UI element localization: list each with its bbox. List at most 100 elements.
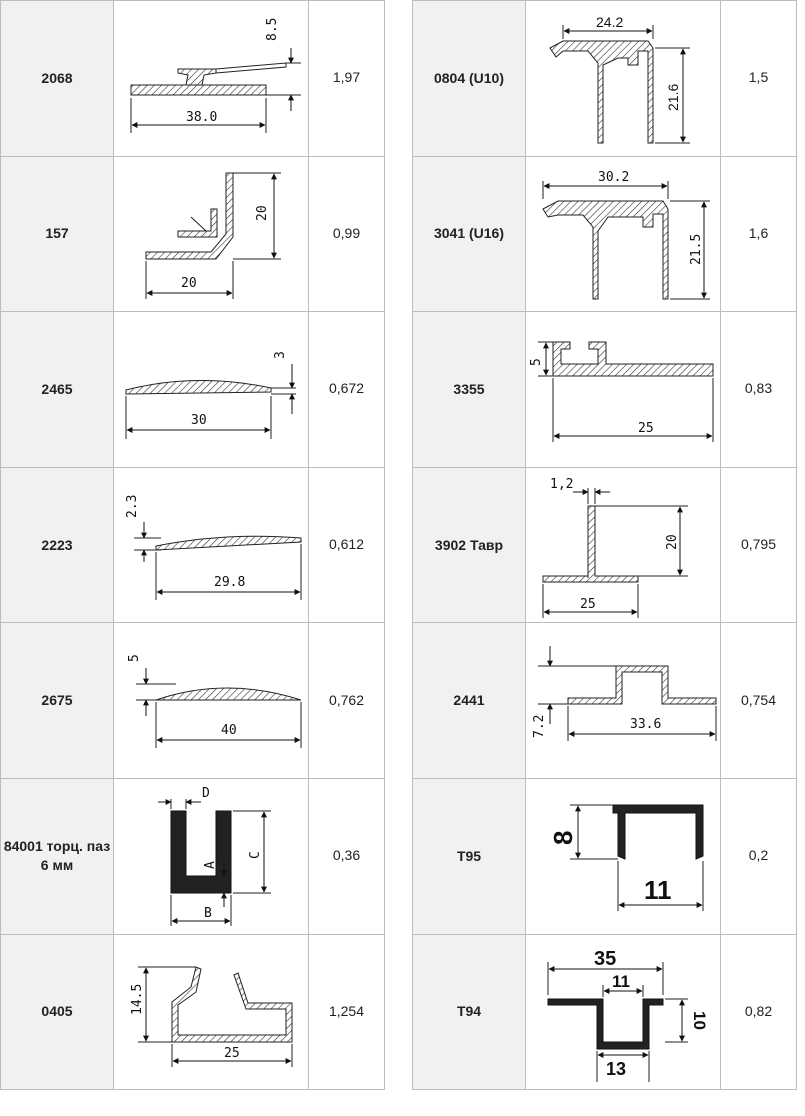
table-row: 2223 2.3 29.8 0,612 <box>0 466 385 624</box>
dimension-label: 21.5 <box>689 234 704 265</box>
profile-code: 2465 <box>41 380 73 397</box>
profile-code-cell: 0804 (U10) <box>412 0 526 157</box>
profile-weight: 1,254 <box>328 1002 365 1019</box>
profile-code-cell: 2223 <box>0 466 114 624</box>
table-row: 2675 5 40 0,762 <box>0 622 385 779</box>
profile-code: T94 <box>456 1003 482 1020</box>
profile-code-cell: 3355 <box>412 311 526 468</box>
profile-weight: 0,83 <box>744 380 773 397</box>
table-row: 84001 торц. паз 6 мм D A C <box>0 777 385 935</box>
profile-weight: 1,6 <box>748 224 769 241</box>
profile-code: T95 <box>456 847 482 864</box>
dimension-label: D <box>202 786 210 801</box>
dimension-label: 20 <box>665 534 680 550</box>
profile-code: 2441 <box>453 692 485 709</box>
profile-weight: 0,672 <box>328 380 365 397</box>
dimension-label: 14.5 <box>130 984 145 1015</box>
profile-code-cell: 2465 <box>0 311 114 468</box>
profile-weight-cell: 0,795 <box>720 466 797 624</box>
profile-weight-cell: 1,97 <box>308 0 385 157</box>
profile-drawing: 14.5 25 <box>130 966 293 1067</box>
profile-drawing: 8.5 38.0 <box>130 18 301 134</box>
dimension-label: 25 <box>580 597 596 612</box>
dimension-label: 20 <box>255 205 270 221</box>
profile-weight: 0,99 <box>332 224 361 241</box>
dimension-label: 25 <box>638 421 654 436</box>
profile-code-cell: 157 <box>0 155 114 313</box>
profile-drawing-cell: 14.5 25 <box>113 933 309 1091</box>
profile-weight: 0,36 <box>332 847 361 864</box>
profile-drawing-cell: 30.2 21.5 <box>525 155 721 313</box>
profile-code-cell: 84001 торц. паз 6 мм <box>0 777 114 935</box>
profile-weight-cell: 0,36 <box>308 777 385 935</box>
profile-weight-cell: 0,612 <box>308 466 385 624</box>
dimension-label: 40 <box>221 723 237 738</box>
table-row: 3041 (U16) 30.2 21.5 1,6 <box>412 155 797 313</box>
dimension-label: 2.3 <box>125 495 140 518</box>
profile-code: 84001 торц. паз 6 мм <box>3 838 111 874</box>
dimension-label: 35 <box>594 948 616 970</box>
profile-code: 3902 Тавр <box>434 536 504 553</box>
profile-drawing: 20 20 <box>145 172 281 299</box>
dimension-label: A <box>203 861 218 869</box>
profile-drawing-cell: 1,2 20 25 <box>525 466 721 624</box>
profile-weight-cell: 1,254 <box>308 933 385 1091</box>
profile-code: 2068 <box>41 69 73 86</box>
dimension-label: 20 <box>181 276 197 291</box>
profile-drawing: 3 30 <box>125 352 296 440</box>
profile-code-cell: 2068 <box>0 0 114 157</box>
profile-weight: 0,82 <box>744 1002 773 1019</box>
profile-weight: 0,612 <box>328 536 365 553</box>
profile-weight-cell: 1,6 <box>720 155 797 313</box>
dimension-label: C <box>248 851 263 859</box>
table-row: 2068 8.5 38.0 1,97 <box>0 0 385 157</box>
profile-weight-cell: 0,82 <box>720 933 797 1091</box>
profile-drawing: 24.2 21.6 <box>549 14 690 144</box>
profile-code: 3355 <box>453 380 485 397</box>
profile-code: 2675 <box>41 692 73 709</box>
table-row: T94 35 11 10 <box>412 933 797 1091</box>
profile-weight-cell: 0,2 <box>720 777 797 935</box>
table-row: 157 20 20 0,99 <box>0 155 385 313</box>
dimension-label: 11 <box>612 972 630 991</box>
profile-drawing-cell: 20 20 <box>113 155 309 313</box>
dimension-label: 21.6 <box>665 84 681 111</box>
table-row: 2441 7.2 33.6 0,754 <box>412 622 797 779</box>
dimension-label: 30.2 <box>598 170 629 185</box>
profile-code-cell: 3902 Тавр <box>412 466 526 624</box>
profile-drawing: 30.2 21.5 <box>542 170 710 300</box>
profile-weight: 0,754 <box>740 691 777 708</box>
profile-code: 0405 <box>41 1003 73 1020</box>
table-row: 2465 3 30 0,672 <box>0 311 385 468</box>
profile-code: 0804 (U10) <box>433 69 505 86</box>
profile-drawing: 5 40 <box>127 654 302 748</box>
profile-drawing: 5 25 <box>529 341 714 443</box>
table-row: 0804 (U10) 24.2 21.6 1,5 <box>412 0 797 157</box>
profile-weight: 0,2 <box>748 847 769 864</box>
profile-weight: 1,5 <box>748 69 769 86</box>
profile-drawing-cell: 8 11 <box>525 777 721 935</box>
profile-weight-cell: 0,99 <box>308 155 385 313</box>
profile-weight: 1,97 <box>332 69 361 86</box>
profiles-table-right: 0804 (U10) 24.2 21.6 1,5 3041 (U16) <box>412 0 797 1091</box>
dimension-label: 10 <box>690 1011 709 1030</box>
profile-drawing: 2.3 29.8 <box>125 495 302 601</box>
table-row: 3355 5 25 0,83 <box>412 311 797 468</box>
profile-drawing-cell: D A C B <box>113 777 309 935</box>
table-row: 3902 Тавр 1,2 20 25 <box>412 466 797 624</box>
dimension-label: 8.5 <box>265 18 280 41</box>
profile-drawing: 1,2 20 25 <box>542 477 688 619</box>
profile-code-cell: 3041 (U16) <box>412 155 526 313</box>
dimension-label: 5 <box>529 359 544 367</box>
profile-drawing-cell: 5 25 <box>525 311 721 468</box>
profile-drawing: 8 11 <box>548 804 704 912</box>
profile-drawing-cell: 5 40 <box>113 622 309 779</box>
dimension-label: 3 <box>273 352 288 360</box>
table-row: 0405 14.5 25 1,254 <box>0 933 385 1091</box>
profile-code-cell: T94 <box>412 933 526 1091</box>
dimension-label: 1,2 <box>550 477 573 492</box>
profile-weight-cell: 0,83 <box>720 311 797 468</box>
dimension-label: B <box>204 906 212 921</box>
dimension-label: 8 <box>548 831 578 845</box>
profile-code-cell: 2675 <box>0 622 114 779</box>
